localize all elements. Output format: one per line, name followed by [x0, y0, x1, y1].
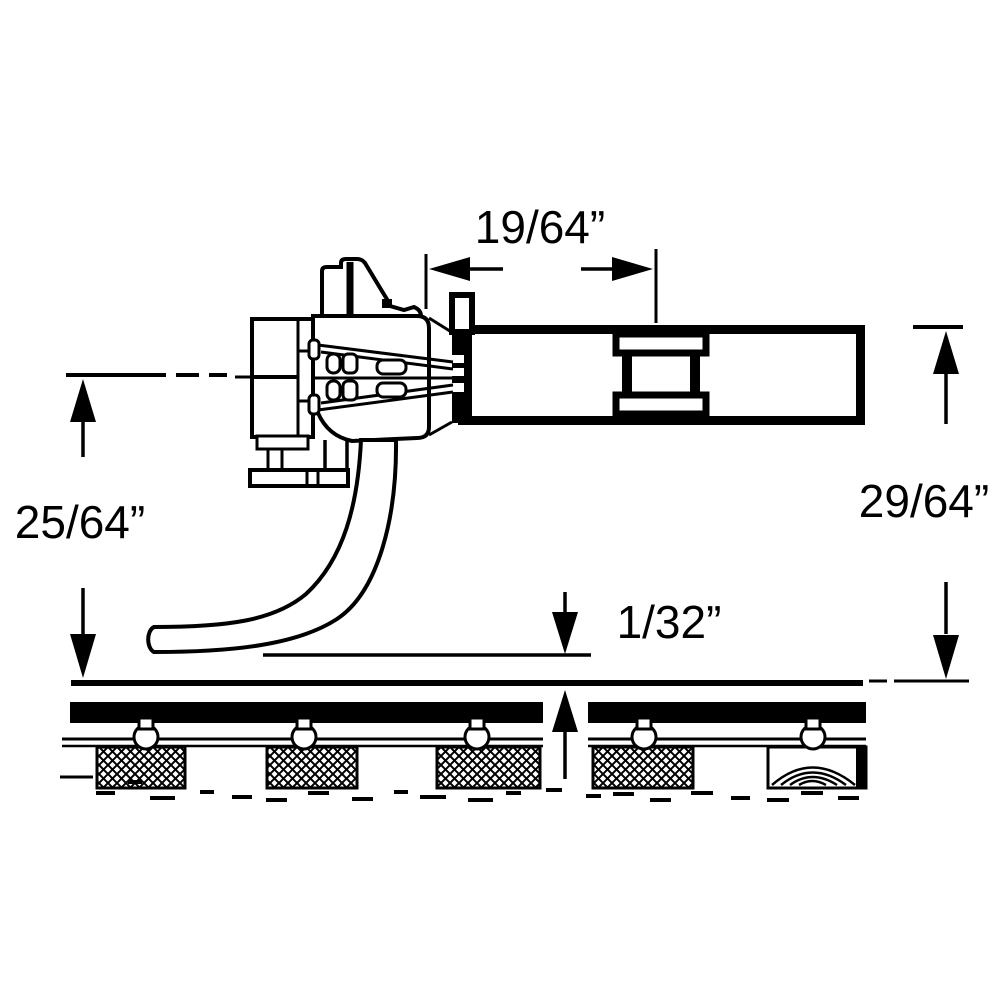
knuckle-top-tab — [320, 257, 424, 318]
dimension-right: 29/64” — [859, 325, 989, 683]
rail-spikes — [132, 716, 827, 751]
tie — [435, 745, 542, 790]
woodgrain-arcs — [771, 766, 856, 787]
ballast — [96, 780, 859, 802]
shank-slot — [448, 355, 464, 363]
head-box-connector — [428, 420, 453, 437]
tie — [265, 745, 359, 790]
shank-slot — [448, 368, 464, 376]
dimension-left: 25/64” — [15, 373, 255, 678]
shank-slot — [448, 383, 464, 392]
center-post-bottom-flange — [612, 391, 710, 418]
coupler-pedestal — [255, 434, 310, 451]
arrowhead-left-icon — [429, 257, 470, 281]
spike-cap — [468, 716, 486, 731]
shank-hinge-tab — [307, 338, 321, 361]
spike-cap — [295, 716, 313, 731]
dimension-label-right: 29/64” — [859, 475, 989, 527]
spring-slot — [341, 352, 359, 375]
coupler-pedestal-post — [266, 447, 284, 472]
dimension-label-top: 19/64” — [475, 201, 605, 253]
rail-bar-left — [70, 702, 543, 723]
rail-bar-right — [588, 702, 866, 723]
spring-slot — [375, 381, 408, 399]
spring-slot — [325, 352, 342, 375]
dimension-gap: 1/32” — [263, 592, 721, 779]
arrowhead-down-icon — [933, 635, 959, 679]
trip-pin — [146, 438, 399, 655]
track — [60, 680, 868, 802]
dimension-top: 19/64” — [424, 201, 658, 323]
head-box-connector — [428, 316, 454, 335]
railhead-line — [71, 680, 863, 686]
spike-cap — [804, 716, 822, 731]
arrowhead-down-icon — [70, 634, 96, 678]
arrowhead-down-icon — [552, 612, 578, 654]
spring-slot — [341, 379, 359, 402]
tie — [591, 745, 695, 790]
coupler — [146, 257, 454, 655]
tie-end-cap — [856, 748, 866, 787]
shank-hinge-tab — [307, 393, 321, 416]
arrowhead-right-icon — [612, 257, 653, 281]
shank-edge — [317, 343, 454, 364]
knuckle-pivot-mark — [382, 299, 392, 308]
coupler-foot — [248, 468, 350, 488]
dimension-label-gap: 1/32” — [617, 596, 722, 648]
arrowhead-up-icon — [933, 331, 959, 374]
gearbox-lid-tab — [449, 292, 475, 335]
spike-cap — [635, 716, 653, 731]
arrowhead-up-icon — [552, 690, 578, 732]
shank-edge — [317, 390, 454, 412]
center-post-top-flange — [612, 330, 710, 357]
spring-slot — [325, 379, 342, 402]
dimension-label-left: 25/64” — [15, 496, 145, 548]
arrowhead-up-icon — [70, 379, 96, 422]
spike-cap — [137, 716, 155, 731]
draft-gear-box — [448, 292, 865, 425]
spring-slot — [375, 358, 408, 376]
